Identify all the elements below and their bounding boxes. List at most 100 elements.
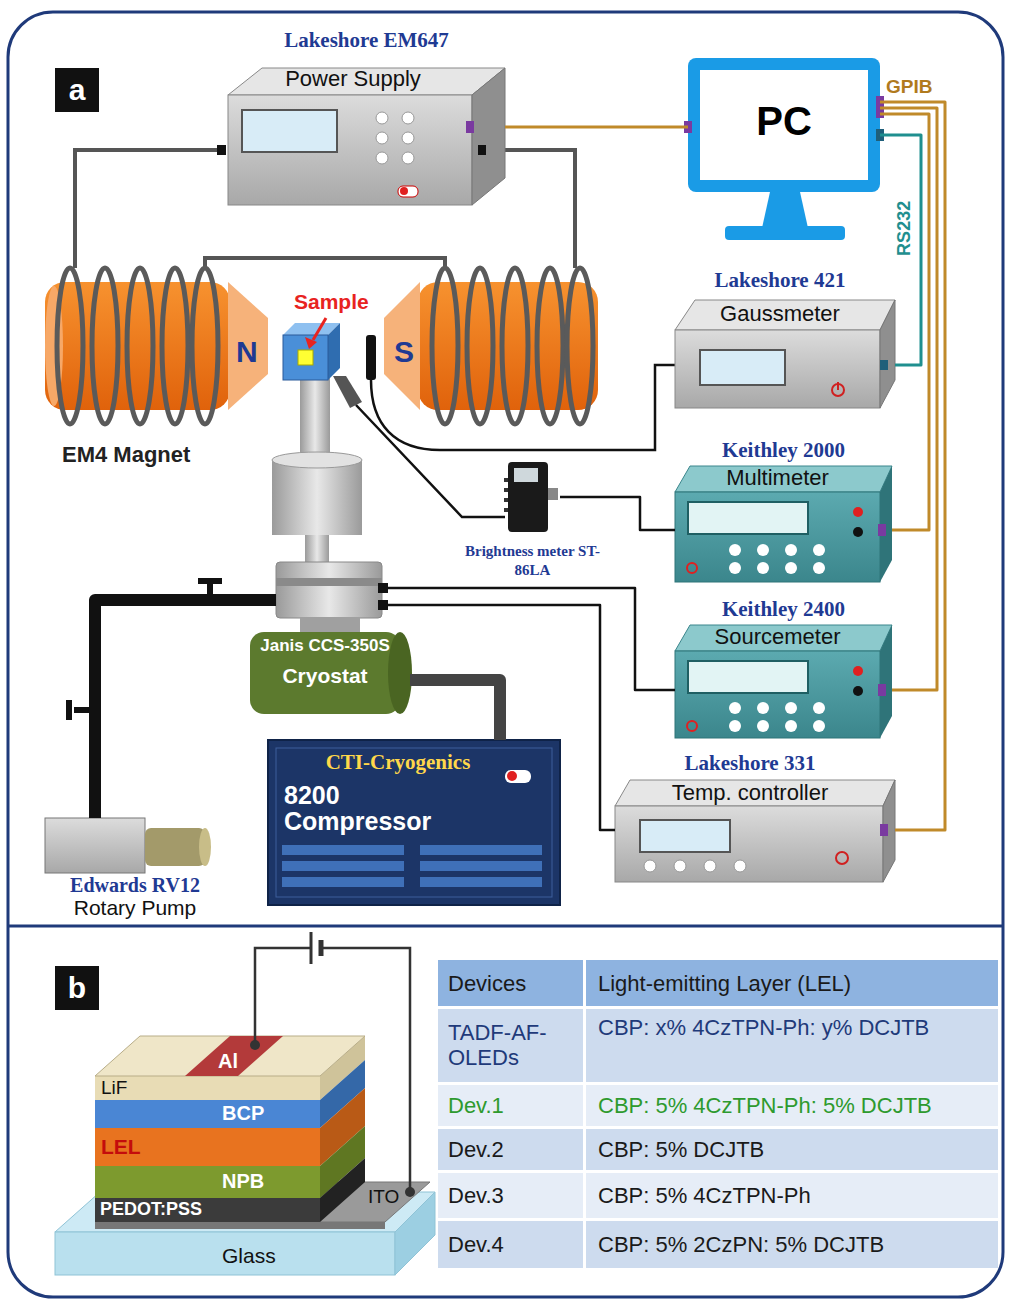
gaussmeter-drawing-part [880,360,888,370]
pc-drawing-part [725,226,845,240]
gaussmeter: Lakeshore 421Gaussmeter [675,298,895,408]
power-supply-drawing-part [398,186,418,197]
sample-stage-drawing-part [371,365,675,450]
panel-letter: b [55,966,99,1010]
oled-stack-drawing-part [95,1100,320,1128]
multimeter-drawing-part [675,492,880,582]
multimeter-drawing-part [757,544,769,556]
bias-circuit [250,932,415,1197]
layer-label: NPB [222,1170,264,1193]
gpib-cable [880,108,937,690]
multimeter-drawing-part [853,507,863,517]
sample-stage-drawing-part [276,578,382,586]
oled-stack-drawing-part [95,1198,320,1222]
table-header: Devices [448,971,578,996]
multimeter-drawing-part [729,562,741,574]
power-supply-drawing-part [402,132,414,144]
brightness-meter-drawing-part [548,488,558,500]
power-supply-drawing-part [472,68,505,205]
multimeter-drawing-part [878,524,886,536]
instrument-name: 8200 Compressor [284,782,454,835]
table-cell: CBP: 5% 4CzTPN-Ph: 5% DCJTB [598,1093,994,1118]
brightness-meter-drawing-part [504,478,508,482]
table-header: Light-emitting Layer (LEL) [598,971,994,996]
instrument-name: Rotary Pump [40,897,230,919]
compressor-drawing-part [420,845,542,855]
brightness-meter-drawing [504,462,558,532]
sourcemeter-drawing [675,625,892,738]
magnet-drawing-part [228,282,268,410]
valves-part [66,700,72,720]
device-table-part [586,1221,998,1268]
multimeter-drawing-part [853,527,863,537]
oled-stack-drawing-part [95,1076,320,1100]
temperature-controller-drawing [615,780,895,882]
multimeter-drawing-part [687,563,697,573]
oled-stack-drawing-part [320,1158,365,1222]
device-table-part [438,1009,583,1082]
power-supply: Lakeshore EM647Power Supply [228,64,505,206]
instrument-name: Temp. controller [615,780,885,805]
magnet-drawing-part-part [127,268,153,424]
sourcemeter-drawing-part [729,702,741,714]
device-table-part [586,1129,998,1170]
multimeter-drawing-part [688,502,808,534]
power-supply-drawing-part [478,145,486,155]
temperature-controller-drawing-part [615,780,895,806]
oled-stack-drawing [55,1036,435,1275]
compressor-drawing-part [268,740,560,905]
table-cell: Dev.2 [448,1137,578,1162]
valves-part [198,578,222,584]
panel-letter: a [55,68,99,112]
sample-stage-drawing-part [333,376,362,408]
sample-stage-drawing-part [378,583,388,593]
magnet-drawing-part-part [92,268,118,424]
bus-label: GPIB [886,76,932,98]
brightness-meter-drawing-part [514,468,538,482]
table-cell: CBP: x% 4CzTPN-Ph: y% DCJTB [598,1015,994,1040]
table-cell: Dev.3 [448,1183,578,1208]
device-table-part [438,1173,583,1218]
rotary-pump-drawing [45,818,211,873]
sample-stage-drawing-part [276,562,382,618]
device-table-part [586,960,998,1006]
instrument-model: Edwards RV12 [40,875,230,896]
vacuum-hose [95,600,250,818]
power-supply-drawing-part [376,152,388,164]
sample-stage-drawing-part [356,405,505,517]
gaussmeter-drawing-part [700,350,785,385]
magnet-drawing-part-part [502,268,528,424]
brightness-meter-drawing-part [504,508,508,512]
device-table-part [438,1085,583,1126]
power-supply-drawing-part [402,112,414,124]
magnet-drawing-part-part [162,268,188,424]
multimeter-drawing-part [785,562,797,574]
table-cell: Dev.1 [448,1093,578,1118]
brightness-meter-drawing-part [508,462,548,532]
device-table [438,960,998,1268]
device-table-part [438,1129,583,1170]
sourcemeter-drawing-part [757,720,769,732]
instrument-model: Janis CCS-350S [250,636,400,656]
brightness-meter-drawing-part [504,498,508,502]
sourcemeter-drawing-part [853,666,863,676]
gpib-cable [880,114,929,530]
sourcemeter-drawing-part [675,625,892,651]
layer-label: PEDOT:PSS [100,1199,202,1220]
power-supply-drawing-part [228,95,472,205]
sample-stage-drawing-part [250,594,276,606]
pc-drawing [684,58,884,240]
compressor-drawing-part [505,770,531,783]
sample-stage-drawing-part [313,318,326,340]
sample-stage-drawing-part [300,617,360,633]
layer-label: LiF [101,1077,127,1099]
pole-label: N [236,335,258,370]
sample-stage-drawing-part [388,632,412,714]
layer-label: Al [218,1050,238,1073]
compressor: CTI-Cryogenics8200 Compressor [268,740,560,905]
magnet-wires-part [75,150,217,268]
sample-stage-drawing-part [250,632,400,714]
sample-stage-drawing-part [366,335,376,380]
compressor-drawing-part [282,877,404,887]
instrument-model: Brightness meter ST-86LA [460,542,605,580]
